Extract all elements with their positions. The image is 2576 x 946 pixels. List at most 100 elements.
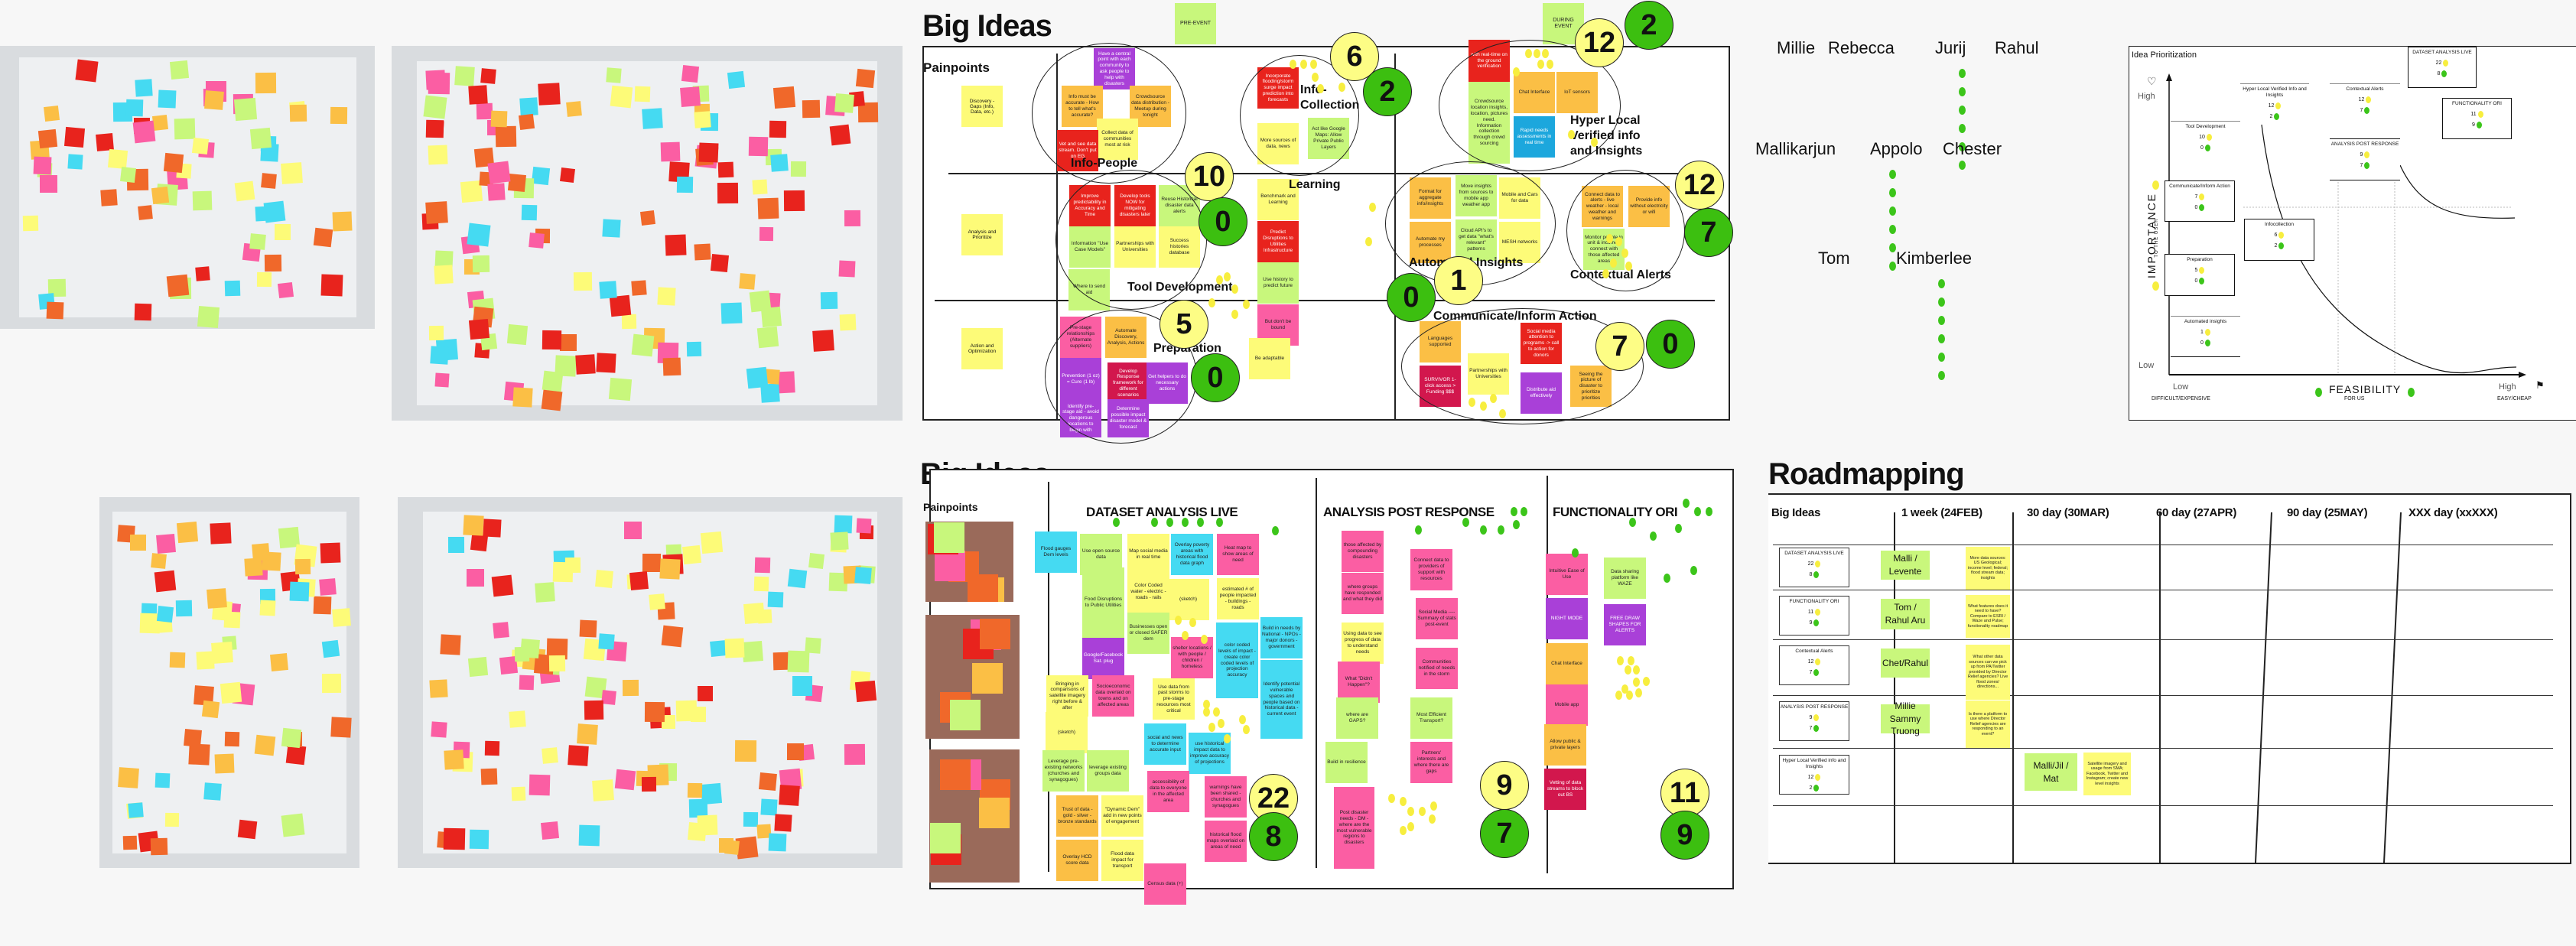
green-count: 0 (2200, 340, 2204, 346)
painpoint-row-note: Action and Optimization (961, 328, 1003, 369)
photo-sticky-note (169, 60, 189, 80)
vote-dot (1617, 656, 1624, 665)
photo-sticky-note (320, 542, 341, 564)
photo-sticky-note (812, 330, 834, 352)
photo-sticky-note (759, 227, 774, 242)
vote-dot (1312, 73, 1319, 82)
vote-dot (1239, 715, 1246, 724)
priority-card-label: Automated insights (2184, 319, 2227, 324)
sticky-note: Using data to see progress of data to un… (1342, 623, 1384, 664)
photo-sticky-note (631, 280, 648, 297)
column-header: FUNCTIONALITY ORI (1553, 505, 1678, 519)
vote-dot (1706, 507, 1712, 516)
vote-dot (1625, 665, 1631, 675)
roadmap-row-divider (1773, 805, 2553, 806)
sticky-note: Socioeconomic data overlaid on towns and… (1092, 675, 1134, 717)
photo-sticky-note (659, 558, 680, 580)
green-count: 7 (2360, 162, 2363, 168)
yellow-vote-badge: 22 (1249, 774, 1298, 823)
photo-sticky-note (610, 294, 632, 317)
photo-sticky-note (428, 325, 444, 341)
photo-sticky-note (724, 638, 746, 659)
sticky-note: Flood gauges Dem levels (1035, 532, 1077, 573)
photo-sticky-note (63, 126, 86, 148)
green-dot (1813, 668, 1820, 676)
board-title: Roadmapping (1768, 457, 1965, 491)
priority-card-label: ANALYSIS POST RESPONSE (2330, 141, 2399, 147)
green-vote-badge: 2 (1363, 67, 1412, 116)
photo-sticky-note (541, 821, 560, 840)
vote-dot (1490, 394, 1497, 403)
photo-sticky-note (661, 625, 684, 647)
roadmap-row-divider (1773, 695, 2553, 696)
vote-dot (1201, 635, 1208, 644)
participant-vote-dot (1938, 334, 1945, 343)
photo-sticky-note (255, 73, 276, 94)
roadmap-column-header: Big Ideas (1771, 506, 1820, 519)
yellow-count: 22 (1807, 561, 1814, 567)
x-axis-low: Low (2173, 382, 2189, 392)
green-count: 8 (1809, 571, 1813, 577)
participant-vote-dot (1938, 297, 1945, 307)
photo-sticky-note (681, 64, 699, 83)
photo-sticky-note (429, 679, 448, 698)
participant-vote-dot (1889, 170, 1896, 179)
photo-sticky-note (96, 132, 114, 151)
vote-dot (1203, 707, 1210, 717)
roadmap-task-note: More data sources: US Geological; income… (1966, 547, 2010, 590)
photo-sticky-note (687, 341, 702, 356)
photo-sticky-note (490, 110, 507, 128)
cluster-label: Communicate/Inform Action (1433, 310, 1597, 323)
yellow-vote-count: 6 (2245, 231, 2314, 239)
vote-dot (1513, 520, 1520, 529)
photo-sticky-note (175, 600, 192, 616)
vote-dot (1317, 84, 1324, 93)
photo-sticky-note (834, 515, 853, 535)
participant-name: Chester (1943, 139, 2002, 158)
yellow-count: 11 (1807, 609, 1814, 615)
vote-dot (1272, 526, 1279, 535)
yellow-vote-badge: 6 (1330, 32, 1379, 81)
vote-dot (1419, 807, 1426, 816)
roadmap-column-divider (1894, 512, 1895, 863)
yellow-dot (2206, 133, 2212, 141)
vote-dot (1572, 548, 1579, 558)
vote-dot (1182, 518, 1189, 527)
sticky-note: Benchmark and Learning (1257, 179, 1299, 220)
photo-sticky-note (560, 167, 576, 184)
vote-dot (1213, 707, 1220, 717)
sticky-note: Intuitive Ease of Use (1546, 554, 1588, 595)
photo-sticky-note (202, 701, 221, 719)
photo-sticky-note (552, 562, 574, 583)
owner-note: Malli / Levente (1881, 551, 1930, 580)
vote-dot (1643, 677, 1650, 686)
sticky-note: Overlay poverty areas with historical fl… (1171, 534, 1213, 575)
photo-sticky-note (486, 183, 505, 201)
photo-sticky-note (739, 272, 756, 290)
photo-sticky-note (330, 717, 352, 738)
photo-sticky-note (331, 608, 351, 628)
photo-sticky-note (601, 219, 621, 238)
vote-dot (1151, 518, 1158, 527)
painpoint-row-note: Analysis and Prioritize (961, 214, 1003, 255)
photo-sticky-note (727, 70, 746, 89)
yellow-count: 11 (2470, 111, 2477, 117)
sticky-note: (sketch) (1046, 712, 1088, 753)
participant-vote-dot (1938, 371, 1945, 380)
green-vote-badge: 0 (1199, 197, 1247, 246)
roadmap-column-divider (2159, 512, 2161, 863)
photo-sticky-note (756, 326, 779, 348)
photo-sticky-note (472, 255, 490, 273)
sticky-note: Predict Disruptions to Utilities Infrast… (1257, 221, 1299, 262)
photo-sticky-note (534, 582, 555, 603)
photo-sticky-note (757, 197, 779, 219)
vote-dot (1615, 237, 1622, 246)
sticky-note: Chat Interface (1546, 643, 1588, 684)
roadmap-idea-label: Hyper Local Verified info and Insights (1782, 758, 1846, 769)
participant-name: Tom (1818, 249, 1850, 268)
vote-dot (1664, 574, 1670, 583)
participant-vote-dot (1889, 206, 1896, 216)
